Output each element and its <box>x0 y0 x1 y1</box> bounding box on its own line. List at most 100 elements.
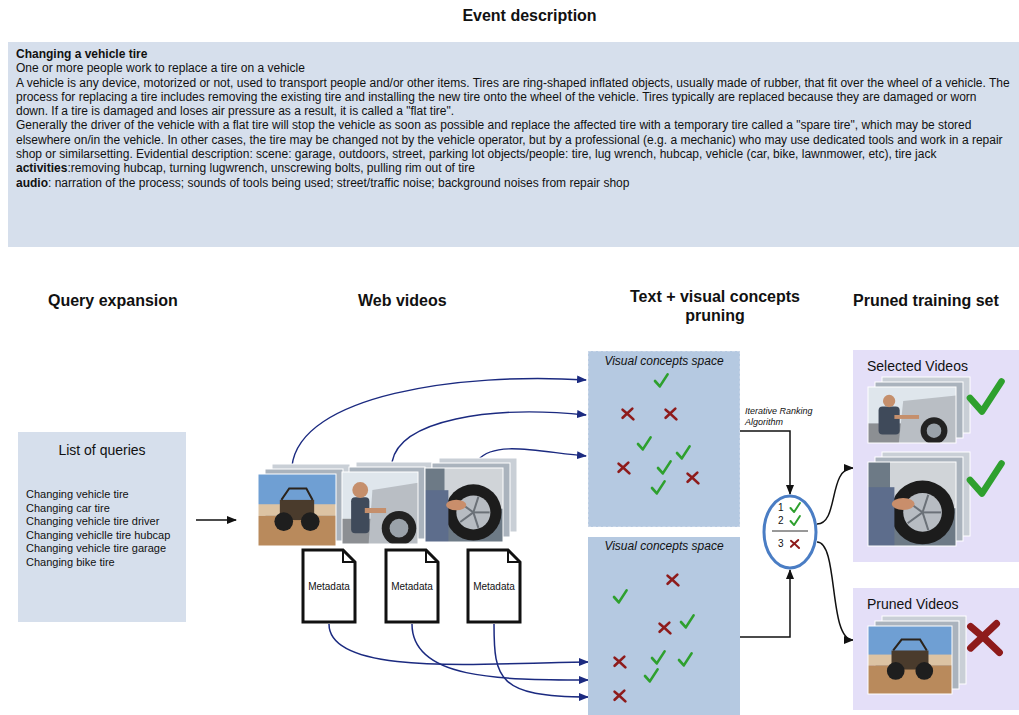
wheel <box>301 512 320 531</box>
roll-cage <box>281 488 312 500</box>
query-item: Changing vehiclle tire hubcap <box>18 529 186 543</box>
panel-title: Selected Videos <box>867 358 1013 374</box>
tire <box>445 484 501 540</box>
spoke <box>473 511 489 513</box>
check-mark <box>652 651 665 663</box>
connector <box>494 624 588 697</box>
concept-marks <box>589 352 741 528</box>
frame-border <box>258 474 336 546</box>
flow-arrow <box>196 519 236 521</box>
check-mark <box>679 653 692 665</box>
frame-border <box>868 626 952 694</box>
metadata-document: Metadata <box>301 548 357 624</box>
query-item: Changing car tire <box>18 502 186 516</box>
spoke <box>923 512 929 530</box>
column-heading: Query expansion <box>48 291 238 310</box>
check-mark <box>614 590 627 602</box>
hand <box>446 500 466 510</box>
check-mark <box>970 464 1002 494</box>
video-arrow <box>392 412 586 462</box>
body-text: :removing hubcap, turning lugwrench, uns… <box>67 161 475 175</box>
rank-number: 2 <box>778 515 784 527</box>
spoke <box>923 511 941 513</box>
background <box>425 468 503 542</box>
concept-marks <box>588 537 740 715</box>
person <box>879 407 900 435</box>
check-mark <box>970 382 1002 412</box>
cross-mark <box>623 409 634 420</box>
edge-label: Iterative Ranking Algorithm <box>745 406 845 428</box>
text-line: activities:removing hubcap, turning lugw… <box>16 161 1011 175</box>
cross-mark <box>971 624 1000 653</box>
wheel <box>915 662 933 680</box>
query-list-box: List of queriesChanging vehicle tireChan… <box>18 432 186 622</box>
cross-mark <box>619 463 630 474</box>
document-label: Metadata <box>473 581 515 592</box>
separator-line <box>772 531 808 532</box>
person-arm <box>365 508 386 513</box>
video-arrow <box>292 378 586 466</box>
column-heading: Text + visual concepts pruning <box>615 287 815 325</box>
background <box>868 462 956 546</box>
text-line: One or more people work to replace a tir… <box>16 61 1011 75</box>
connector <box>817 542 853 640</box>
check-mark <box>655 374 668 386</box>
web-videos <box>258 458 517 546</box>
box-heading: List of queries <box>18 442 186 458</box>
document-label: Metadata <box>308 581 350 592</box>
person <box>351 497 369 533</box>
rim <box>390 519 409 538</box>
wheel <box>382 511 417 544</box>
body-text: Generally the driver of the vehicle with… <box>16 118 1003 161</box>
text-line: Generally the driver of the vehicle with… <box>16 118 1011 161</box>
cross-mark <box>615 657 626 668</box>
selected-videos-panel: Selected Videos <box>853 350 1019 562</box>
visual-concepts-space: Visual concepts space <box>588 351 740 527</box>
bold-text: activities <box>16 161 67 175</box>
spoke <box>460 512 473 522</box>
check-mark <box>638 437 651 449</box>
roll-cage <box>893 640 927 651</box>
document-fold <box>508 550 520 562</box>
tire <box>891 480 955 544</box>
video-thumbnail <box>868 616 966 694</box>
video-frame-content <box>868 626 952 694</box>
document-fold <box>343 550 355 562</box>
bold-text: Changing a vehicle tire <box>16 47 147 61</box>
hand <box>892 498 915 510</box>
space-title: Visual concepts space <box>588 537 740 553</box>
rim <box>456 495 490 529</box>
visual-concepts-space: Visual concepts space <box>588 537 740 715</box>
check-mark <box>645 669 658 681</box>
person-head <box>883 395 895 407</box>
body-text: A vehicle is any device, motorized or no… <box>16 76 1010 119</box>
spoke <box>908 512 923 523</box>
space-title: Visual concepts space <box>589 352 739 368</box>
sky <box>342 472 418 544</box>
document-outline <box>386 550 438 622</box>
person-arm <box>894 415 919 419</box>
wheel <box>921 417 948 443</box>
ground <box>258 516 336 546</box>
ground <box>868 665 952 694</box>
document-outline <box>468 550 520 622</box>
frame-border <box>868 462 956 546</box>
wheel <box>274 512 293 531</box>
query-item: Changing vehicle tire driver <box>18 515 186 529</box>
check-mark <box>658 461 671 473</box>
connector <box>817 468 853 524</box>
query-item: Changing bike tire <box>18 556 186 570</box>
column-heading: Pruned training set <box>853 291 1017 310</box>
ranking-outline <box>762 494 818 570</box>
cross-mark <box>615 691 626 702</box>
video-frame-content <box>868 462 956 546</box>
video-thumbnail <box>342 462 432 545</box>
ranking-ellipse: 123 <box>762 494 818 570</box>
wheel <box>887 662 905 680</box>
video-frame-content <box>425 468 503 542</box>
metadata-document: Metadata <box>384 548 440 624</box>
diagram-title: Event description <box>20 7 1019 25</box>
document-fold <box>426 550 438 562</box>
spoke <box>473 512 478 527</box>
